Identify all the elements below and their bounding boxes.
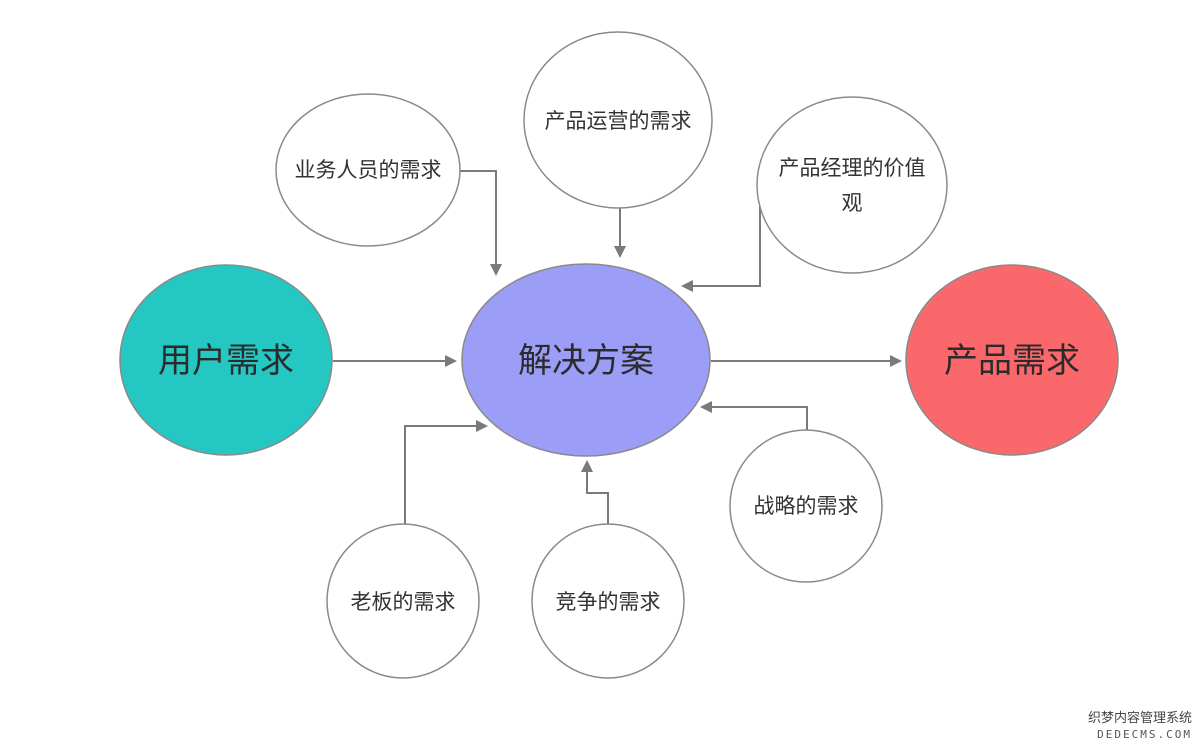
user-needs-label: 用户需求 — [158, 341, 294, 381]
operations-circle — [523, 31, 713, 209]
solution-circle — [461, 263, 711, 457]
watermark-line1: 织梦内容管理系统 — [1088, 710, 1192, 726]
node-input: 用户需求 — [119, 264, 333, 456]
factor-pm-values: 产品经理的价值 观 — [756, 96, 948, 274]
watermark-line2: DEDECMS.COM — [1097, 728, 1192, 741]
connector-strategy-to-solution — [700, 401, 808, 431]
boss-label: 老板的需求 — [351, 590, 456, 614]
connector-competition-to-solution — [581, 460, 609, 525]
watermark: 织梦内容管理系统 DEDECMS.COM — [1088, 710, 1192, 741]
solution-label: 解决方案 — [518, 341, 654, 381]
connector-business-to-solution — [458, 170, 502, 276]
pm-values-label-line2: 观 — [842, 191, 863, 215]
product-needs-circle — [905, 264, 1119, 456]
operations-label: 产品运营的需求 — [545, 109, 692, 133]
pm-values-label-line1: 产品经理的价值 — [779, 156, 926, 180]
factor-competition: 竞争的需求 — [531, 523, 685, 679]
connector-boss-to-solution — [404, 420, 488, 525]
product-needs-label: 产品需求 — [944, 341, 1080, 381]
business-label: 业务人员的需求 — [295, 158, 442, 182]
factor-strategy: 战略的需求 — [729, 429, 883, 583]
competition-label: 竞争的需求 — [556, 590, 661, 614]
user-needs-circle — [119, 264, 333, 456]
node-center: 解决方案 — [461, 263, 711, 457]
pm-values-circle — [756, 96, 948, 274]
factor-boss: 老板的需求 — [326, 523, 480, 679]
business-circle — [275, 93, 461, 247]
strategy-circle — [729, 429, 883, 583]
connectors — [333, 170, 902, 525]
node-output: 产品需求 — [905, 264, 1119, 456]
boss-circle — [326, 523, 480, 679]
factor-business: 业务人员的需求 — [275, 93, 461, 247]
competition-circle — [531, 523, 685, 679]
strategy-label: 战略的需求 — [754, 494, 859, 518]
connector-pm-values-to-solution — [681, 190, 761, 292]
factor-operations: 产品运营的需求 — [523, 31, 713, 209]
